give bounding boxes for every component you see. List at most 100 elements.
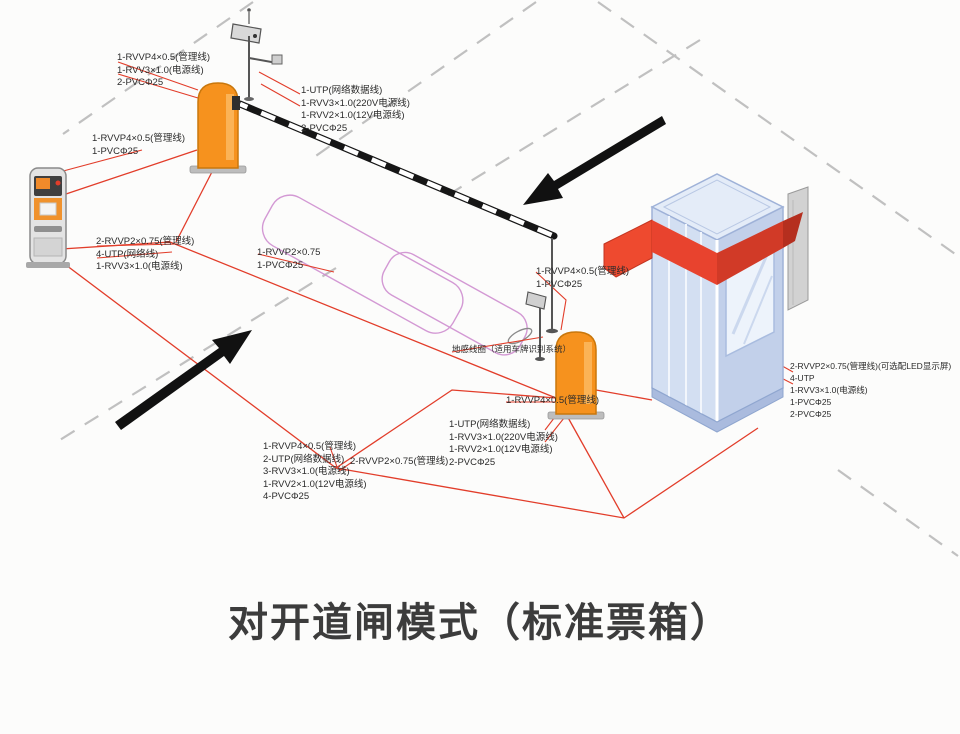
cable-label-line: 2-UTP(网络数据线): [263, 453, 345, 465]
leader-line: [260, 83, 301, 107]
cable-label-line: 2-PVCΦ25: [449, 456, 496, 468]
cable-routes: [45, 149, 759, 519]
label-group-reader-mid: 2-RVVP2×0.75(管理线) 4-UTP(网络线) 1-RVV3×1.0(…: [96, 236, 194, 273]
label-group-camera-top: 1-UTP(网络数据线) 1-RVV3×1.0(220V电源线) 1-RVV2×…: [301, 85, 410, 134]
cable-label-line: 1-RVVP4×0.5(管理线): [506, 395, 600, 406]
road-line: [597, 1, 959, 257]
leader-line: [96, 251, 173, 259]
detector-head: [525, 291, 547, 310]
road-line: [54, 267, 337, 444]
gate1-arm-bracket: [232, 96, 240, 110]
cable-label-line: 1-UTP(网络数据线): [301, 85, 383, 96]
cable-route: [45, 249, 759, 519]
ribbon-front-left: [652, 220, 717, 285]
cable-label-line: 1-RVV3×1.0(电源线): [790, 385, 868, 395]
reader-indicator-light: [55, 180, 61, 186]
cable-label-line: 1-RVV3×1.0(220V电源线): [301, 97, 410, 109]
leader-line: [338, 461, 353, 472]
vehicle-detector: [525, 291, 547, 361]
barrier-arm-stripes: [239, 101, 555, 239]
road-line: [439, 39, 701, 201]
cable-label-line: 1-UTP(网络数据线): [449, 419, 531, 430]
cable-label-line: 1-PVCΦ25: [257, 259, 304, 271]
cable-label-line: 1-PVCΦ25: [790, 397, 832, 407]
barrier-gate-1: [189, 82, 247, 174]
camera-pole: [230, 8, 283, 101]
crossbar-sensor: [271, 54, 283, 65]
cable-label-line: 1-PVCΦ25: [536, 278, 583, 290]
leader-line: [96, 243, 179, 247]
cable-label-line: 2-PVCΦ25: [790, 409, 832, 419]
window-reflection: [731, 249, 771, 335]
leader-line: [51, 149, 143, 175]
label-group-barrier1-top: 1-RVVP4×0.5(管理线) 1-RVV3×1.0(电源线) 2-PVCΦ2…: [117, 52, 210, 89]
label-group-island-center: 1-RVVP2×0.75 1-PVCΦ25: [257, 247, 320, 271]
antenna-tip: [247, 8, 251, 12]
arm-support-foot: [546, 328, 558, 334]
reader-screen: [36, 178, 50, 189]
traffic-arrows: [115, 116, 666, 430]
label-group-barrier2-cables: 1-UTP(网络数据线) 1-RVV3×1.0(220V电源线) 1-RVV2×…: [449, 419, 558, 468]
cable-label-line: 1-RVV2×1.0(12V电源线): [301, 110, 405, 121]
island-outline: [261, 194, 464, 334]
booth-base-skirt: [651, 387, 784, 433]
exit-direction-arrow: [523, 116, 666, 205]
cable-route: [59, 149, 198, 197]
cable-route: [175, 167, 215, 243]
label-group-barrier2-top: 1-RVVP4×0.5(管理线) 1-PVCΦ25: [536, 266, 629, 290]
gate1-highlight: [226, 94, 234, 160]
barrier-arm: [236, 100, 558, 334]
cable-route: [335, 389, 557, 469]
cable-label-line: 2-RVVP2×0.75(管理线): [96, 236, 195, 247]
led-display-panel: [787, 186, 809, 311]
camera-housing: [230, 23, 262, 44]
cable-label-line: 3-RVV3×1.0(电源线): [263, 466, 350, 477]
cable-label-line: 1-RVV3×1.0(电源线): [96, 261, 183, 272]
label-group-barrier2-base: 1-RVVP4×0.5(管理线): [506, 395, 599, 407]
gate2-highlight: [584, 342, 592, 404]
leader-line: [258, 71, 301, 95]
cable-label-line: 1-RVVP4×0.5(管理线): [536, 266, 630, 277]
cable-label-line: 1-PVCΦ25: [92, 145, 139, 157]
cable-route: [565, 413, 625, 519]
diagram-title: 对开道闸模式（标准票箱）: [228, 601, 732, 645]
cable-label-line: 1-RVV2×1.0(12V电源线): [449, 444, 553, 455]
cable-label-line: 1-RVVP4×0.5(管理线): [263, 441, 357, 452]
label-ground-coil: 地感线圈（适用车牌识别系统）: [452, 344, 571, 356]
label-group-booth-right: 2-RVVP2×0.75(管理线)(可选配LED显示屏) 4-UTP 1-RVV…: [790, 361, 951, 420]
lane-islands: [261, 194, 528, 356]
ribbon-right-tip: [783, 212, 803, 248]
cable-label-line: 2-PVCΦ25: [301, 122, 348, 134]
label-group-trunk-side: 2-RVVP2×0.75(管理线): [350, 456, 448, 468]
entry-direction-arrow: [115, 330, 252, 430]
leader-line: [535, 271, 567, 331]
cable-label-line: 4-UTP(网络线): [96, 248, 159, 260]
barrier-gate-2: [547, 331, 605, 420]
leader-line: [329, 446, 338, 468]
road-line: [62, 1, 254, 135]
road-markings: [54, 1, 959, 557]
window-reflection: [743, 275, 773, 345]
cable-label-line: 1-RVV2×1.0(12V电源线): [263, 478, 367, 490]
cable-label-line: 2-RVVP2×0.75(管理线): [350, 456, 449, 467]
cable-label-line: 地感线圈（适用车牌识别系统）: [452, 344, 572, 354]
road-line: [837, 469, 959, 557]
label-group-trunk-bottom: 1-RVVP4×0.5(管理线) 2-UTP(网络数据线) 3-RVV3×1.0…: [263, 441, 367, 503]
card-reader: [26, 167, 70, 268]
reader-lower-panel: [33, 237, 63, 257]
cable-label-line: 1-RVVP4×0.5(管理线): [92, 133, 186, 144]
island-outline: [381, 251, 528, 356]
mast-foot: [244, 97, 254, 101]
cable-label-line: 2-PVCΦ25: [117, 77, 164, 88]
cable-label-line: 1-RVV3×1.0(电源线): [117, 64, 204, 76]
cable-route: [45, 241, 557, 399]
reader-keypad: [39, 202, 57, 216]
cable-label-line: 1-RVVP2×0.75: [257, 247, 321, 258]
cable-label-line: 1-RVVP4×0.5(管理线): [117, 52, 211, 63]
booth-roof-inner: [662, 179, 772, 235]
cable-label-line: 4-UTP: [790, 373, 815, 383]
cable-route: [595, 389, 653, 401]
leader-line: [451, 336, 544, 353]
cable-label-line: 4-PVCΦ25: [263, 491, 310, 502]
